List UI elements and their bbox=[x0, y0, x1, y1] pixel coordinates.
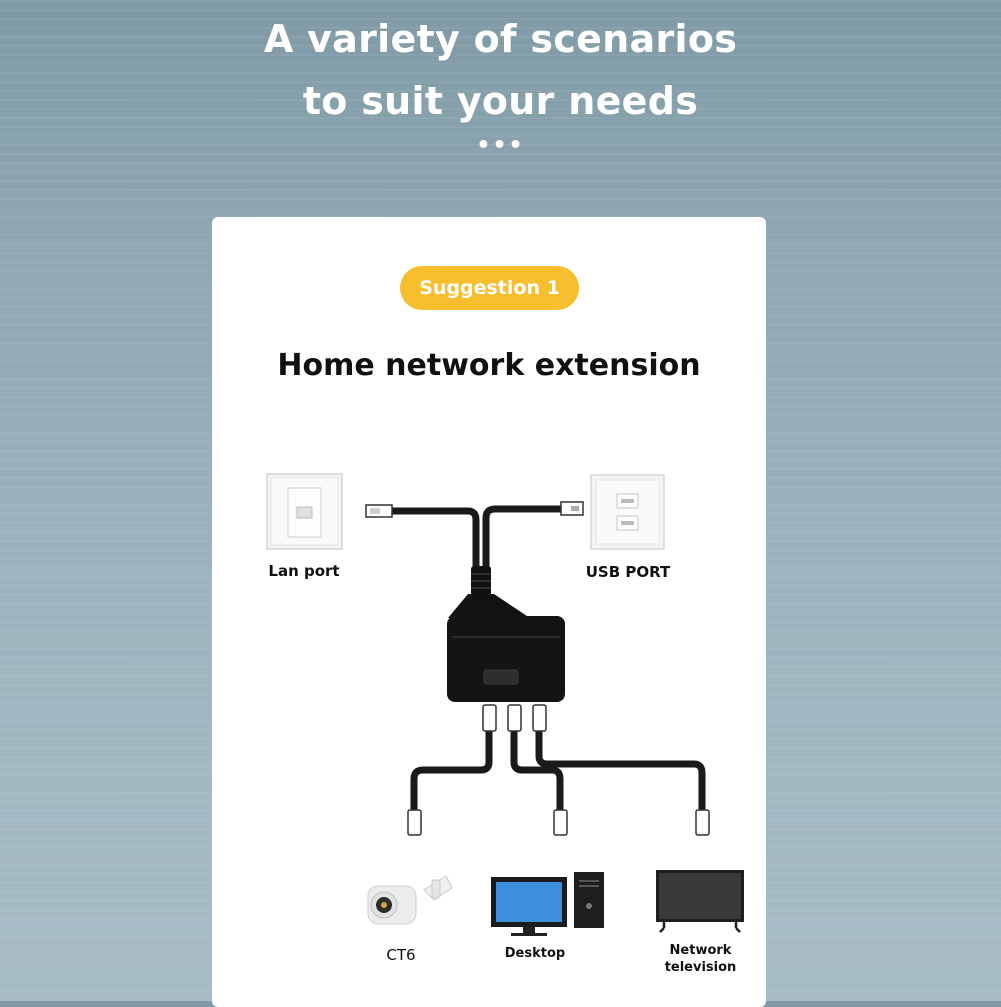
splitter-hub-icon bbox=[447, 566, 565, 702]
page-headline: A variety of scenarios to suit your need… bbox=[0, 8, 1001, 132]
headline-line-2: to suit your needs bbox=[302, 79, 699, 123]
usb-plug-icon bbox=[560, 501, 584, 516]
rj45-plug-icon bbox=[407, 704, 710, 836]
usb-wall-socket-icon bbox=[590, 474, 665, 550]
desktop-computer-icon bbox=[491, 872, 604, 936]
desktop-label: Desktop bbox=[504, 946, 566, 961]
tv-label-line-2: television bbox=[664, 960, 737, 975]
suggestion-badge: Suggestion 1 bbox=[400, 266, 579, 310]
headline-line-1: A variety of scenarios bbox=[263, 17, 738, 61]
tv-label: Network television bbox=[648, 942, 753, 976]
lan-wall-socket-icon bbox=[266, 473, 343, 550]
ellipsis-dots: ••• bbox=[476, 133, 525, 158]
scenario-title: Home network extension bbox=[277, 348, 701, 383]
lan-plug-icon bbox=[365, 504, 393, 518]
television-icon bbox=[656, 870, 744, 933]
security-camera-icon bbox=[367, 875, 453, 925]
camera-label: CT6 bbox=[386, 946, 416, 964]
input-cables bbox=[386, 505, 567, 574]
tv-label-line-1: Network bbox=[669, 943, 732, 958]
usb-port-label: USB PORT bbox=[585, 563, 671, 581]
output-cables bbox=[410, 724, 706, 816]
lan-port-label: Lan port bbox=[268, 562, 340, 580]
